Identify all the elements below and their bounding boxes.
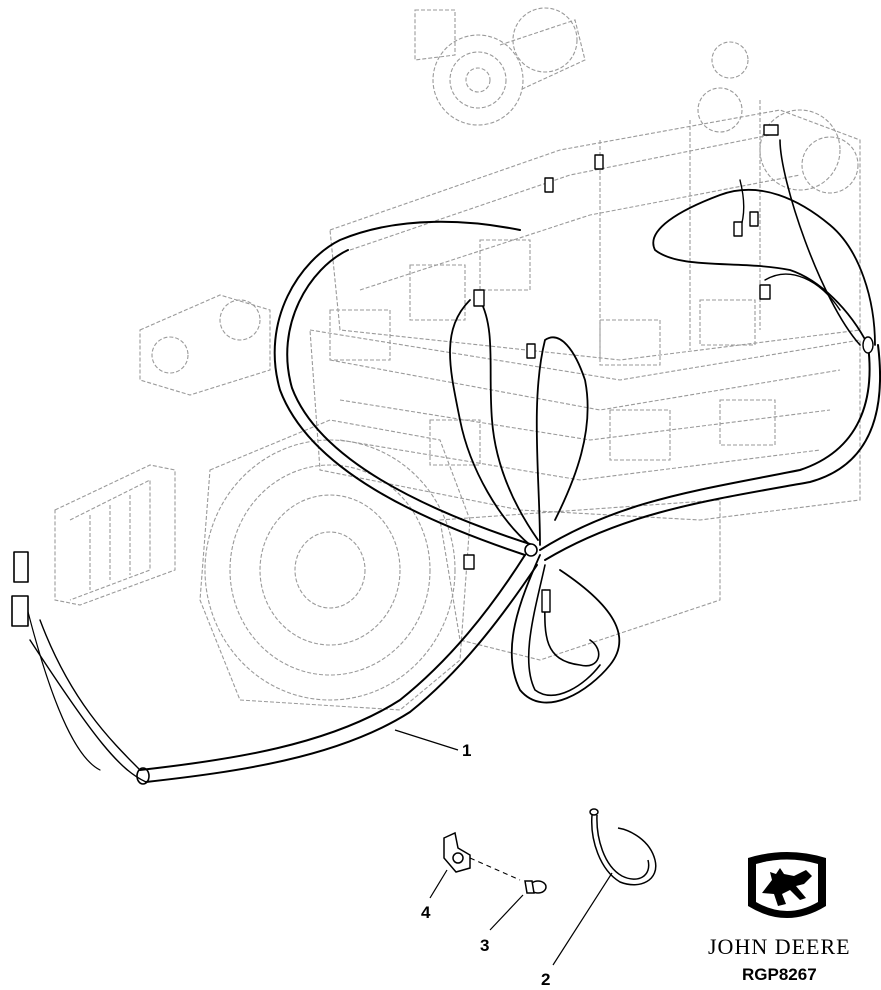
callout-label-clamp: 4	[421, 903, 431, 922]
callout-label-tie-strap: 2	[541, 970, 551, 989]
engine-ghost-outline	[54, 7, 861, 711]
cap-screw-part	[524, 880, 547, 894]
clamp-part	[443, 831, 471, 873]
wiring-harness	[11, 124, 881, 785]
tie-strap-part	[589, 808, 657, 886]
brand-name: JOHN DEERE	[708, 934, 851, 959]
callout-label-cap-screw: 3	[480, 936, 490, 955]
leaping-deer-logo-icon	[748, 852, 826, 918]
callout-label-harness: 1	[462, 741, 472, 760]
figure-code: RGP8267	[742, 965, 817, 984]
callout-leaders	[394, 729, 613, 966]
assembly-dashed-line	[469, 857, 521, 881]
